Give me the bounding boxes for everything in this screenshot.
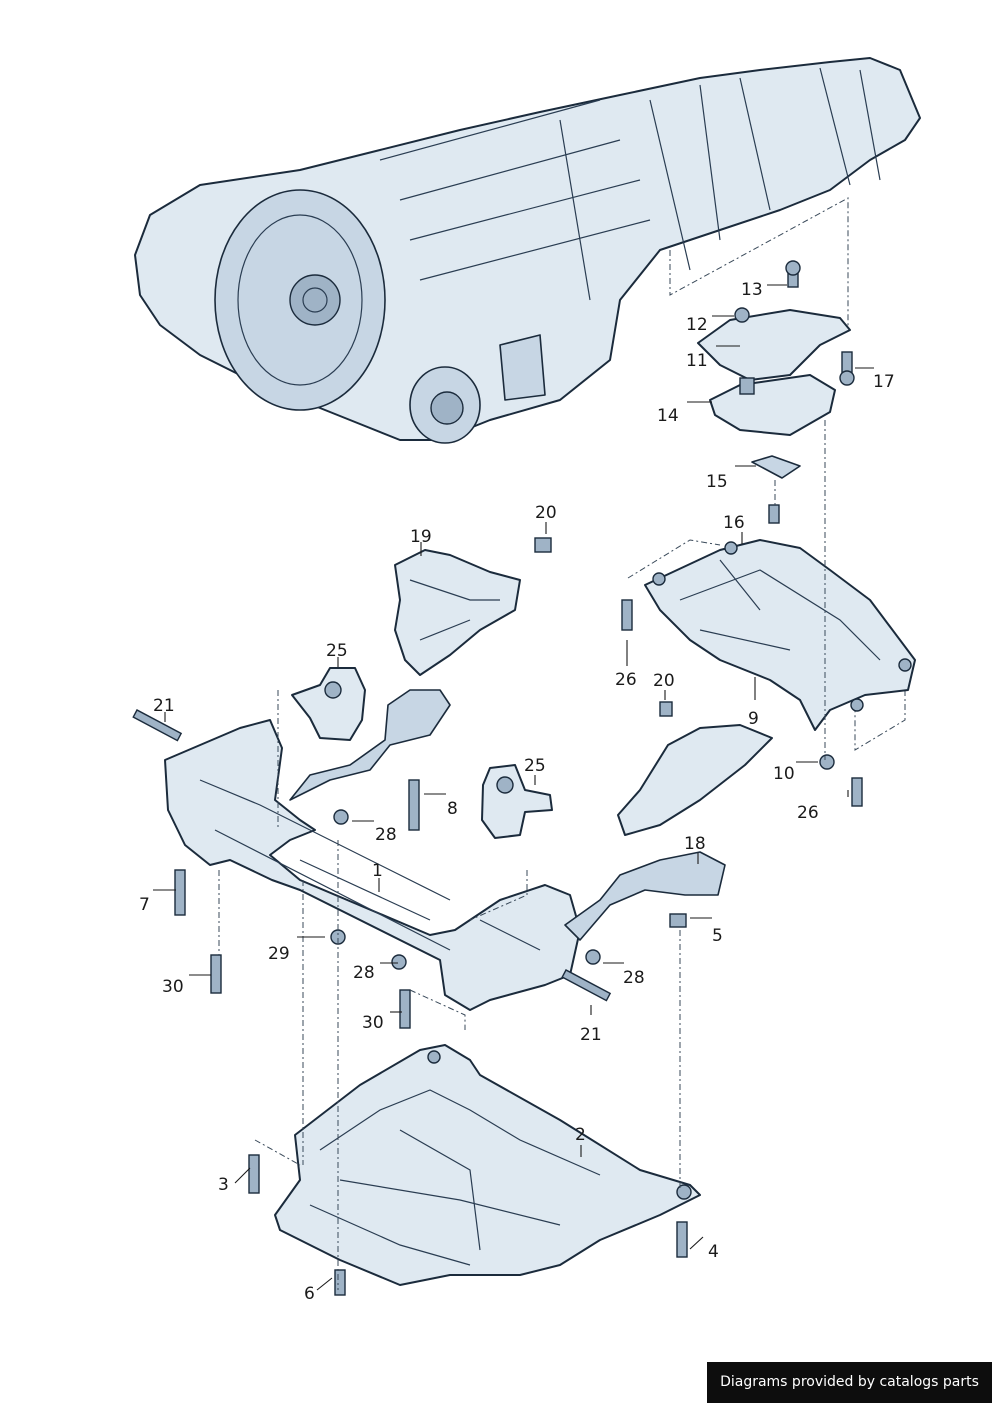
callout-8: 8 (447, 799, 458, 819)
leader-lines (153, 284, 874, 1291)
callout-2: 2 (575, 1125, 586, 1145)
credit-banner: Diagrams provided by catalogs parts (707, 1362, 992, 1403)
callout-5: 5 (712, 926, 723, 946)
callout-30-right: 30 (362, 1013, 384, 1033)
heat-shield-group (394, 537, 773, 836)
callout-18: 18 (684, 834, 706, 854)
callout-11: 11 (686, 351, 708, 371)
callout-1: 1 (372, 861, 383, 881)
callout-15: 15 (706, 472, 728, 492)
callout-17: 17 (873, 372, 895, 392)
callout-21-left: 21 (153, 696, 175, 716)
callout-26-lower: 26 (797, 803, 819, 823)
callout-29: 29 (268, 944, 290, 964)
callout-28-b: 28 (353, 963, 375, 983)
engine-mount-group (291, 667, 553, 839)
callout-28-c: 28 (623, 968, 645, 988)
callout-labels: 1 2 3 4 5 6 7 8 9 10 11 12 13 14 15 16 1… (139, 280, 895, 1304)
callout-16: 16 (723, 513, 745, 533)
callout-26-upper: 26 (615, 670, 637, 690)
callout-10: 10 (773, 764, 795, 784)
gearbox-mount-group (669, 197, 855, 524)
callout-3: 3 (218, 1175, 229, 1195)
callout-30-left: 30 (162, 977, 184, 997)
callout-21-right: 21 (580, 1025, 602, 1045)
callout-28-a: 28 (375, 825, 397, 845)
callout-20-lower: 20 (653, 671, 675, 691)
transmission-illustration (134, 57, 921, 444)
assembly-lines (218, 420, 826, 1290)
callout-19: 19 (410, 527, 432, 547)
crossmember-illustration (621, 539, 916, 807)
callout-12: 12 (686, 315, 708, 335)
callout-13: 13 (741, 280, 763, 300)
callout-4: 4 (708, 1242, 719, 1262)
callout-7: 7 (139, 895, 150, 915)
underbody-guard-illustration (248, 1044, 701, 1296)
callout-25-right: 25 (524, 756, 546, 776)
callout-20-upper: 20 (535, 503, 557, 523)
callout-9: 9 (748, 709, 759, 729)
callout-25-left: 25 (326, 641, 348, 661)
callout-14: 14 (657, 406, 679, 426)
callout-6: 6 (304, 1284, 315, 1304)
